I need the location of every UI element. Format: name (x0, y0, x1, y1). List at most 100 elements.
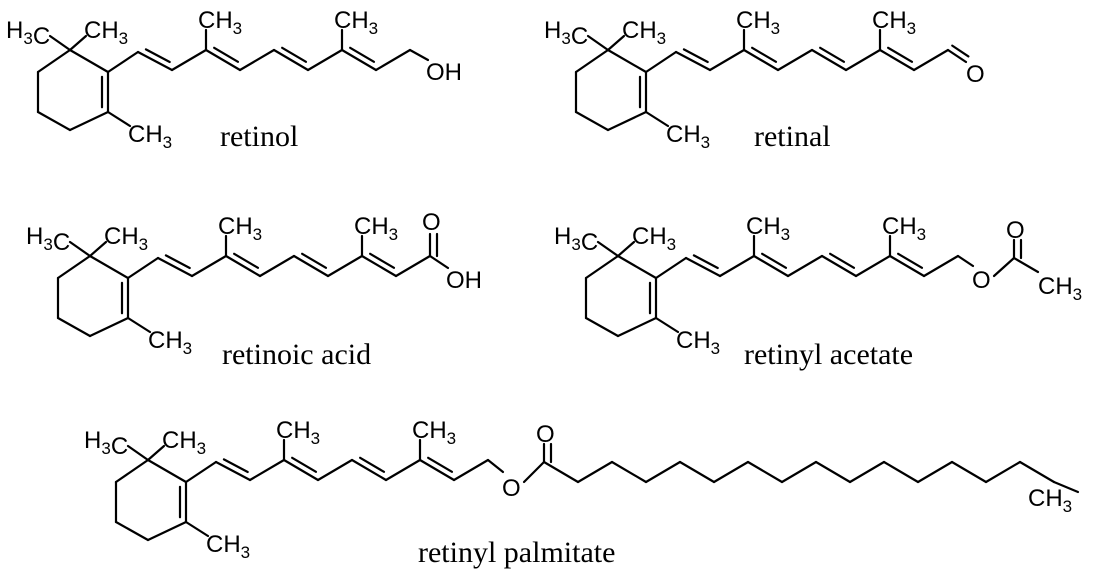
bond (106, 50, 140, 74)
hydroxyl-label: OH (446, 267, 482, 294)
bond (584, 254, 620, 280)
bond (126, 444, 150, 462)
methyl-label: CH3 (1028, 485, 1072, 516)
bond (912, 48, 950, 72)
bond (184, 520, 210, 538)
methyl-label: CH3 (412, 417, 456, 448)
bond (746, 460, 784, 484)
bond (584, 316, 620, 338)
methyl-label: CH3 (666, 121, 710, 152)
bond (946, 48, 968, 64)
bond (522, 460, 546, 484)
bond (238, 48, 276, 72)
bond (574, 48, 610, 74)
methyl-label: CH3 (218, 213, 262, 244)
bond (684, 256, 722, 278)
bond (88, 240, 108, 258)
bond (291, 456, 318, 473)
bond (616, 254, 658, 280)
methyl-label: CH3 (206, 531, 250, 562)
bond (984, 460, 1022, 484)
bond (213, 46, 240, 63)
molecule-name: retinal (754, 120, 831, 153)
bond (156, 256, 194, 278)
molecule-name: retinyl palmitate (418, 536, 615, 569)
bond (146, 458, 188, 484)
bond (819, 46, 846, 63)
bond (829, 252, 856, 269)
bond (68, 34, 88, 52)
bond (922, 254, 960, 278)
oxygen-label: O (502, 475, 521, 502)
bond (844, 48, 882, 72)
bond (887, 46, 914, 63)
bond (606, 34, 626, 52)
methyl-label: H3C (544, 17, 588, 50)
bond (360, 254, 398, 278)
bond (292, 254, 330, 278)
methyl-label: H3C (554, 223, 598, 256)
bond (88, 254, 130, 280)
methyl-label: H3C (84, 427, 128, 460)
bond (606, 48, 648, 74)
oxygen-label: O (422, 209, 441, 236)
bond (316, 458, 354, 482)
bond (761, 252, 788, 269)
bond (126, 256, 160, 280)
molecule-name: retinoic acid (222, 338, 371, 371)
bond (692, 254, 719, 270)
bond (897, 252, 924, 269)
bond (144, 48, 171, 64)
bond (374, 48, 412, 72)
bond (610, 460, 648, 484)
bond (418, 458, 456, 482)
bond (950, 460, 988, 484)
bond (820, 254, 858, 278)
bond (272, 48, 310, 72)
bond (542, 460, 580, 484)
bond (674, 50, 712, 72)
bond (596, 240, 620, 258)
bond (814, 460, 852, 484)
bond (326, 254, 364, 278)
methyl-label: CH3 (84, 17, 128, 48)
bond (718, 254, 756, 278)
hydroxyl-label: OH (426, 59, 462, 86)
bond (164, 254, 191, 270)
bond (616, 240, 636, 258)
bond (878, 48, 916, 72)
bond (810, 48, 848, 72)
bond (574, 110, 610, 132)
bond (786, 254, 824, 278)
bond (68, 48, 110, 74)
bond (106, 110, 132, 128)
bond (644, 50, 678, 74)
methyl-label: CH3 (746, 213, 790, 244)
bond (916, 460, 954, 484)
methyl-label: H3C (26, 223, 70, 256)
bond (190, 254, 228, 278)
methyl-label: CH3 (104, 223, 148, 254)
bond (427, 456, 454, 473)
bond (233, 252, 260, 269)
bond (126, 316, 152, 334)
bond (956, 254, 975, 268)
molecule-name: retinol (220, 120, 298, 153)
bond (36, 48, 72, 74)
bond (306, 48, 344, 72)
oxygen-label: O (536, 421, 555, 448)
bond (114, 520, 150, 542)
bond (644, 110, 670, 128)
bond (1018, 460, 1056, 484)
bond (114, 458, 150, 484)
bond (146, 520, 188, 542)
oxygen-label: O (1006, 217, 1025, 244)
bond (282, 458, 320, 482)
bond (428, 254, 450, 270)
bond (146, 444, 166, 462)
methyl-label: H3C (6, 17, 50, 50)
methyl-label: CH3 (334, 7, 378, 38)
bond (992, 256, 1016, 278)
bond (1012, 256, 1040, 274)
